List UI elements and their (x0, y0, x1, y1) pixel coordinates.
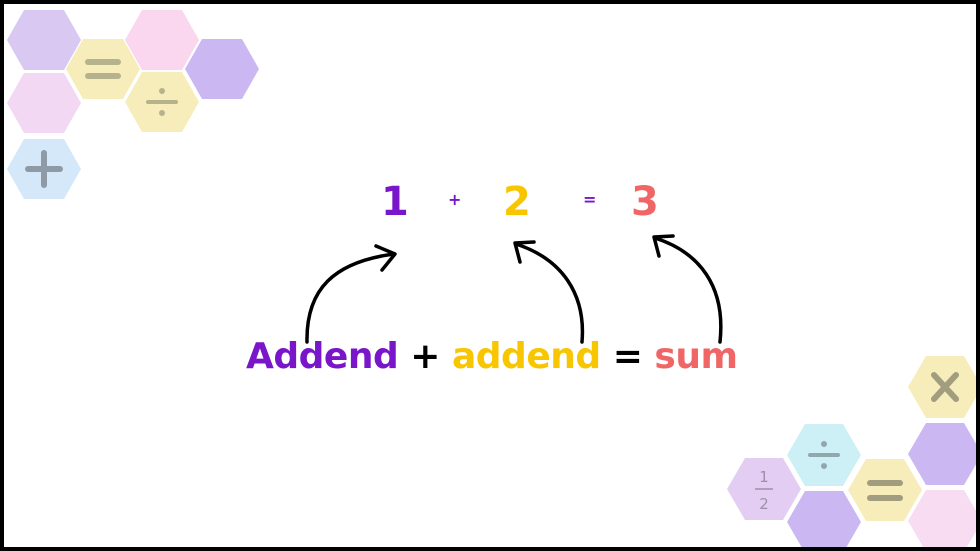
plus-sign: + (448, 190, 462, 209)
first-addend-number: 1 (381, 179, 409, 225)
addition-formula: Addend + addend = sum (246, 336, 738, 377)
hexagon (787, 491, 861, 547)
formula-equals-sign: = (612, 336, 643, 377)
hexagon (7, 73, 81, 133)
hexagon (7, 10, 81, 70)
arrowhead (374, 244, 397, 272)
hexagon-decoration: 1 2 (7, 10, 976, 547)
hexagon (66, 39, 140, 99)
equals-icon (867, 480, 903, 501)
multiply-icon (931, 372, 959, 402)
addend-label: Addend (246, 336, 399, 377)
hexagon (908, 423, 976, 485)
arrow-group (305, 234, 723, 344)
hexagon (908, 490, 976, 547)
arrow-to-first (305, 252, 396, 344)
arrowhead (652, 234, 675, 258)
plus-icon (25, 150, 63, 188)
one-half-icon: 1 2 (755, 468, 773, 513)
arrow-to-sum (653, 236, 723, 344)
formula-plus-sign: + (410, 336, 440, 377)
divide-icon (146, 88, 178, 116)
hexagon (848, 459, 922, 521)
arrow-to-second (514, 242, 585, 344)
arrowhead (513, 240, 536, 264)
sum-number: 3 (631, 179, 659, 225)
sum-label: sum (654, 336, 738, 377)
svg-text:1: 1 (759, 468, 769, 486)
equals-sign: = (583, 190, 597, 209)
divide-icon (808, 441, 840, 469)
second-addend-number: 2 (503, 179, 531, 225)
svg-text:2: 2 (759, 495, 769, 513)
hexagon (125, 10, 199, 70)
second-addend-label: addend (451, 336, 601, 377)
equals-icon (85, 59, 121, 79)
hexagon (185, 39, 259, 99)
